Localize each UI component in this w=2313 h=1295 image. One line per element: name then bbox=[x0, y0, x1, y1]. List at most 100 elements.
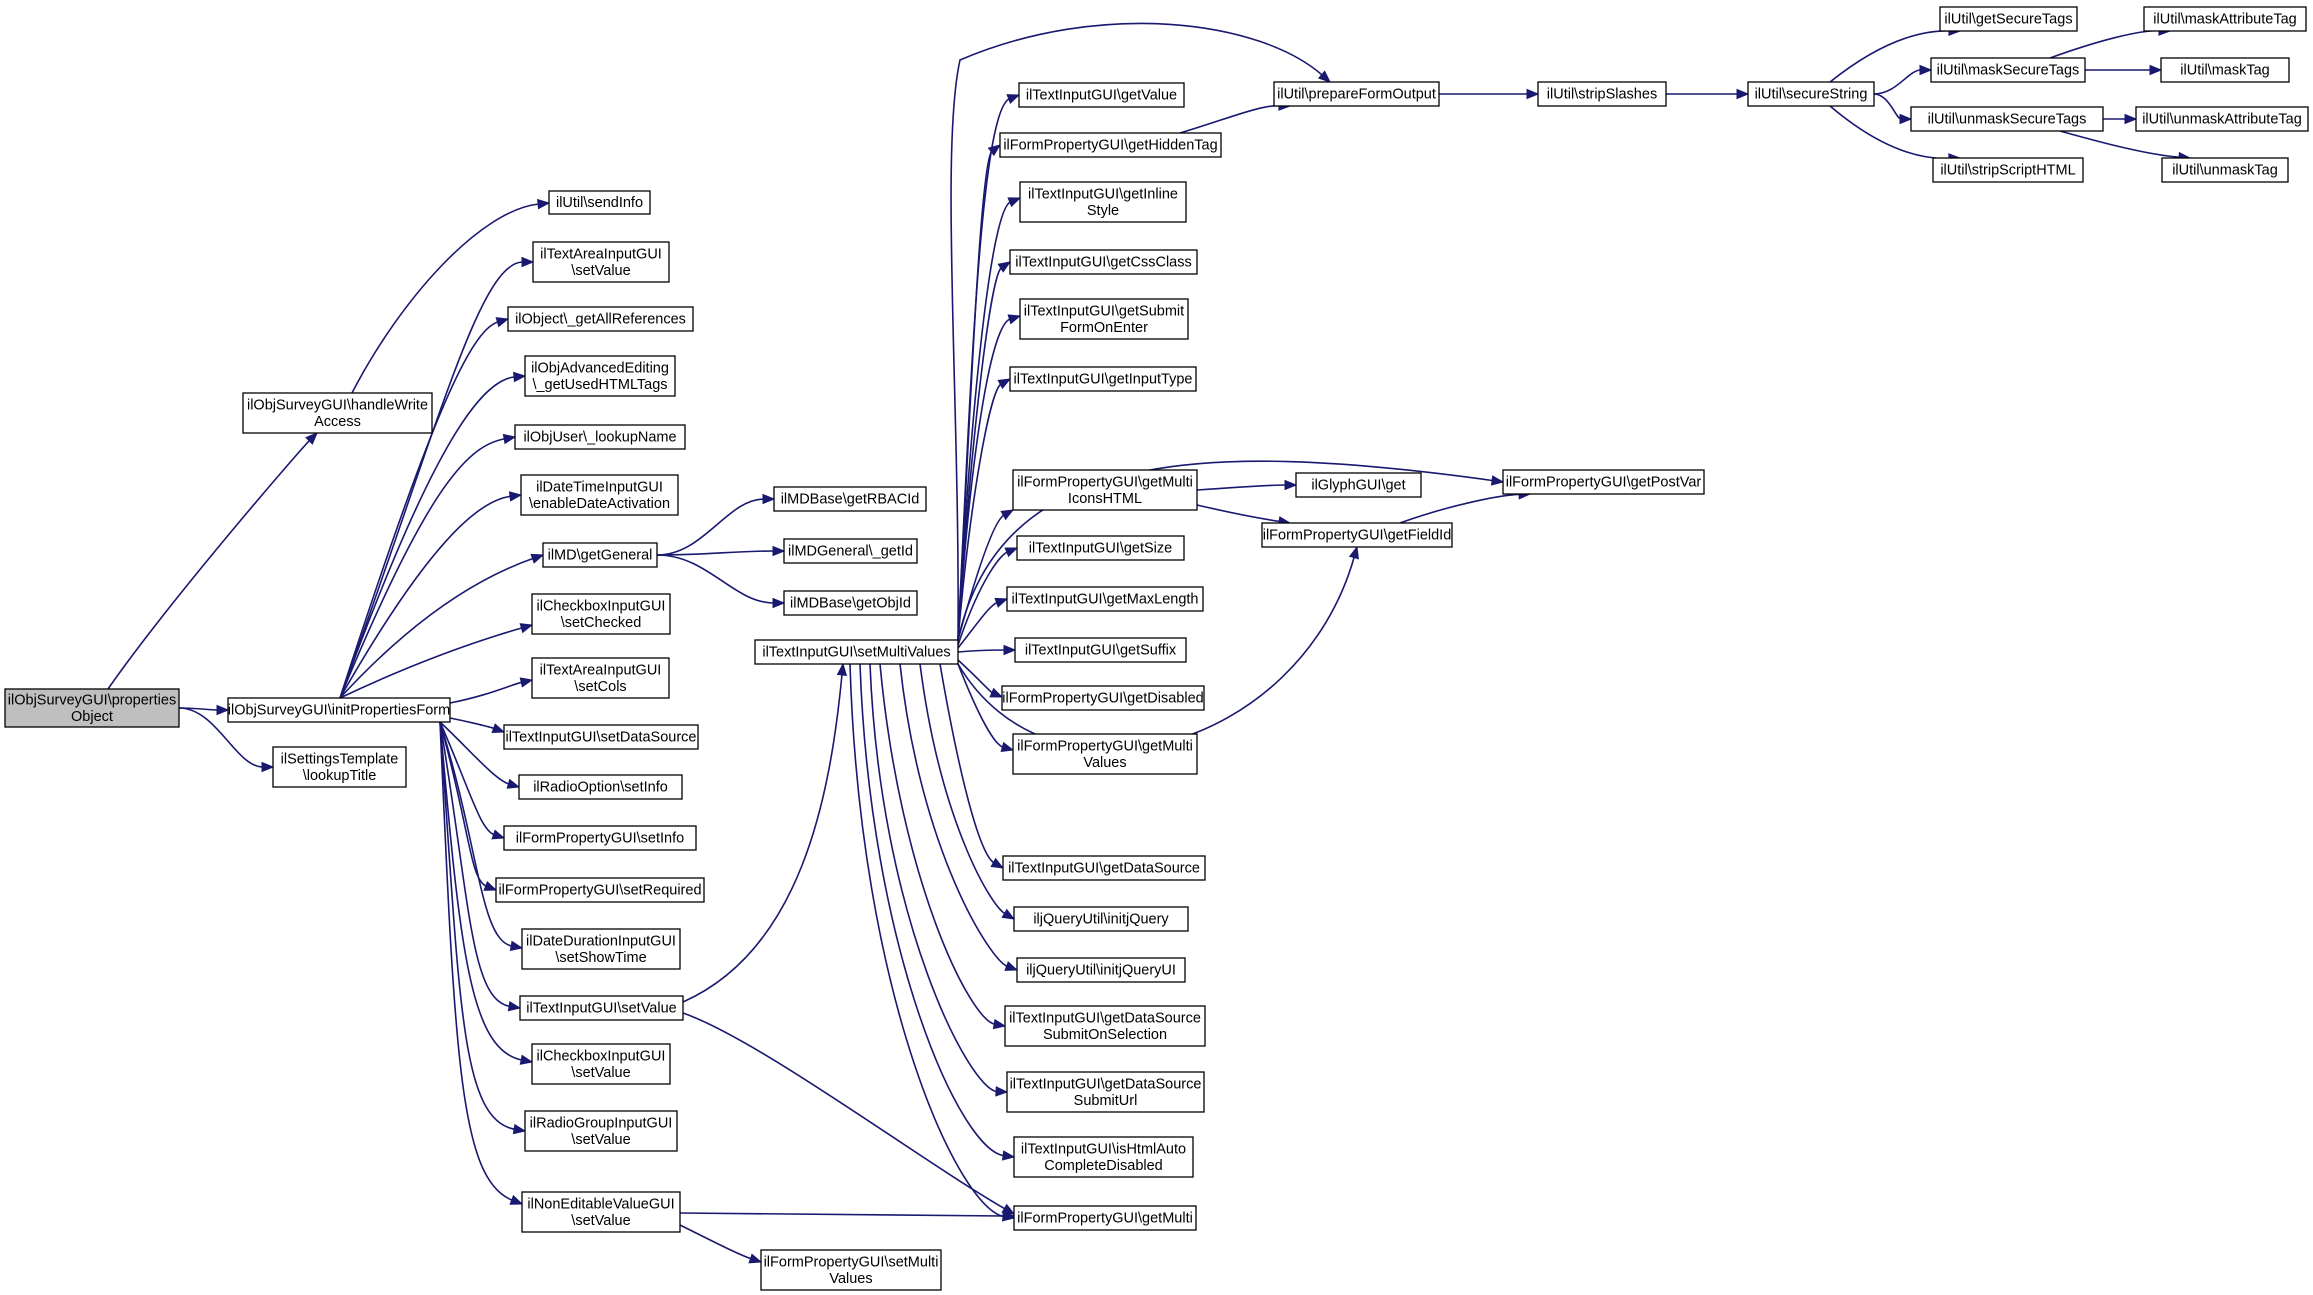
node-n48[interactable]: ilFormPropertyGUI\getFieldId bbox=[1261, 522, 1453, 548]
node-n3[interactable]: ilSettingsTemplate\lookupTitle bbox=[272, 746, 407, 788]
node-n8[interactable]: ilObjUser\_lookupName bbox=[514, 424, 686, 450]
node-n22[interactable]: ilMDBase\getRBACId bbox=[773, 486, 927, 512]
edge-n21-to-n45 bbox=[679, 1210, 1016, 1222]
node-n28[interactable]: ilFormPropertyGUI\getHiddenTag bbox=[999, 132, 1222, 158]
edge-n25-to-n38 bbox=[957, 663, 1015, 752]
node-n55[interactable]: ilUtil\stripScriptHTML bbox=[1932, 157, 2084, 183]
edge-n25-to-n42 bbox=[879, 663, 1007, 1030]
node-n7[interactable]: ilObjAdvancedEditing\_getUsedHTMLTags bbox=[524, 355, 676, 397]
node-n47[interactable]: ilGlyphGUI\get bbox=[1295, 472, 1422, 498]
node-box bbox=[521, 928, 681, 970]
node-label-line: ilFormPropertyGUI\getMulti bbox=[1017, 474, 1193, 490]
node-n9[interactable]: ilDateTimeInputGUI\enableDateActivation bbox=[520, 474, 679, 516]
edge-arrowhead bbox=[1007, 314, 1022, 325]
node-n16[interactable]: ilFormPropertyGUI\setRequired bbox=[495, 877, 705, 903]
node-box bbox=[520, 474, 679, 516]
node-n40[interactable]: iljQueryUtil\initjQuery bbox=[1013, 906, 1189, 932]
node-n37[interactable]: ilFormPropertyGUI\getDisabled bbox=[1001, 685, 1205, 711]
node-label-line: ilTextInputGUI\getDataSource bbox=[1010, 1076, 1202, 1092]
node-box bbox=[1002, 855, 1206, 881]
node-n30[interactable]: ilTextInputGUI\getCssClass bbox=[1009, 249, 1198, 275]
node-label-line: \_getUsedHTMLTags bbox=[532, 377, 667, 393]
edge-n21-to-n26 bbox=[679, 1224, 763, 1264]
node-n59[interactable]: ilUtil\unmaskTag bbox=[2161, 157, 2289, 183]
node-label-line: ilTextInputGUI\getMaxLength bbox=[1012, 592, 1199, 608]
edge-arrowhead bbox=[509, 1194, 524, 1205]
node-n23[interactable]: ilMDGeneral\_getId bbox=[783, 538, 918, 564]
node-n11[interactable]: ilCheckboxInputGUI\setChecked bbox=[531, 593, 671, 635]
node-n36[interactable]: ilTextInputGUI\getSuffix bbox=[1014, 637, 1187, 663]
node-n51[interactable]: ilUtil\secureString bbox=[1747, 81, 1875, 107]
node-n45[interactable]: ilFormPropertyGUI\getMulti bbox=[1013, 1205, 1197, 1231]
node-n52[interactable]: ilUtil\getSecureTags bbox=[1939, 6, 2078, 32]
node-n18[interactable]: ilTextInputGUI\setValue bbox=[519, 995, 684, 1021]
node-n44[interactable]: ilTextInputGUI\isHtmlAutoCompleteDisable… bbox=[1013, 1136, 1194, 1178]
node-n6[interactable]: ilObject\_getAllReferences bbox=[507, 306, 694, 332]
node-label-line: ilTextAreaInputGUI bbox=[540, 662, 662, 678]
node-n42[interactable]: ilTextInputGUI\getDataSourceSubmitOnSele… bbox=[1004, 1005, 1206, 1047]
node-n14[interactable]: ilRadioOption\setInfo bbox=[518, 774, 683, 800]
node-n13[interactable]: ilTextInputGUI\setDataSource bbox=[503, 724, 699, 750]
edge-n18-to-n45 bbox=[682, 1012, 1016, 1215]
node-label-line: FormOnEnter bbox=[1060, 320, 1148, 336]
edge-line bbox=[439, 721, 513, 1202]
edge-line bbox=[1873, 93, 1902, 120]
node-label-line: SubmitOnSelection bbox=[1043, 1027, 1167, 1043]
node-n24[interactable]: ilMDBase\getObjId bbox=[783, 590, 918, 616]
node-n26[interactable]: ilFormPropertyGUI\setMultiValues bbox=[760, 1249, 942, 1291]
node-n4[interactable]: ilUtil\sendInfo bbox=[548, 190, 651, 215]
edge-arrowhead bbox=[995, 1086, 1009, 1097]
node-box bbox=[1006, 586, 1204, 612]
edge-line bbox=[869, 663, 998, 1093]
node-n2[interactable]: ilObjSurveyGUI\initPropertiesForm bbox=[227, 697, 451, 723]
node-n35[interactable]: ilTextInputGUI\getMaxLength bbox=[1006, 586, 1204, 612]
node-label-line: ilCheckboxInputGUI bbox=[537, 598, 666, 614]
node-n41[interactable]: iljQueryUtil\initjQueryUI bbox=[1016, 957, 1186, 983]
edge-arrowhead bbox=[519, 623, 534, 634]
node-n17[interactable]: ilDateDurationInputGUI\setShowTime bbox=[521, 928, 681, 970]
node-n12[interactable]: ilTextAreaInputGUI\setCols bbox=[531, 657, 670, 699]
node-n20[interactable]: ilRadioGroupInputGUI\setValue bbox=[524, 1110, 678, 1152]
edge-arrowhead bbox=[994, 597, 1009, 608]
node-label-line: \setValue bbox=[571, 1213, 630, 1229]
node-n50[interactable]: ilUtil\stripSlashes bbox=[1537, 81, 1667, 107]
node-n58[interactable]: ilUtil\unmaskAttributeTag bbox=[2135, 106, 2309, 132]
node-n5[interactable]: ilTextAreaInputGUI\setValue bbox=[532, 241, 670, 283]
node-n54[interactable]: ilUtil\unmaskSecureTags bbox=[1910, 106, 2104, 132]
node-n25[interactable]: ilTextInputGUI\setMultiValues bbox=[754, 639, 959, 665]
edge-arrowhead bbox=[2124, 113, 2138, 125]
node-n46[interactable]: ilUtil\prepareFormOutput bbox=[1273, 81, 1440, 107]
node-n21[interactable]: ilNonEditableValueGUI\setValue bbox=[521, 1191, 681, 1233]
node-label-line: ilTextInputGUI\isHtmlAuto bbox=[1021, 1141, 1186, 1157]
edge-arrowhead bbox=[1001, 1211, 1016, 1222]
node-box bbox=[521, 1191, 681, 1233]
node-n34[interactable]: ilTextInputGUI\getSize bbox=[1016, 535, 1185, 561]
node-n27[interactable]: ilTextInputGUI\getValue bbox=[1018, 82, 1185, 108]
edge-n25-to-n37 bbox=[957, 659, 1004, 698]
node-n49[interactable]: ilFormPropertyGUI\getPostVar bbox=[1502, 469, 1705, 495]
node-n19[interactable]: ilCheckboxInputGUI\setValue bbox=[531, 1043, 671, 1085]
node-n15[interactable]: ilFormPropertyGUI\setInfo bbox=[503, 825, 697, 851]
node-n57[interactable]: ilUtil\maskTag bbox=[2160, 57, 2290, 83]
node-n10[interactable]: ilMD\getGeneral bbox=[542, 542, 658, 568]
node-box bbox=[1939, 6, 2078, 32]
edge-line bbox=[439, 721, 516, 1131]
node-n32[interactable]: ilTextInputGUI\getInputType bbox=[1009, 366, 1197, 392]
edge-line bbox=[679, 1224, 752, 1260]
edge-n54-to-n58 bbox=[2102, 113, 2138, 125]
node-box bbox=[1930, 57, 2086, 83]
node-n56[interactable]: ilUtil\maskAttributeTag bbox=[2143, 6, 2307, 32]
node-label-line: ilObjSurveyGUI\handleWrite bbox=[247, 397, 428, 413]
node-n53[interactable]: ilUtil\maskSecureTags bbox=[1930, 57, 2086, 83]
edge-n2-to-n20 bbox=[439, 721, 527, 1135]
edge-line bbox=[339, 376, 516, 699]
edge-arrowhead bbox=[491, 829, 506, 840]
node-n39[interactable]: ilTextInputGUI\getDataSource bbox=[1002, 855, 1206, 881]
